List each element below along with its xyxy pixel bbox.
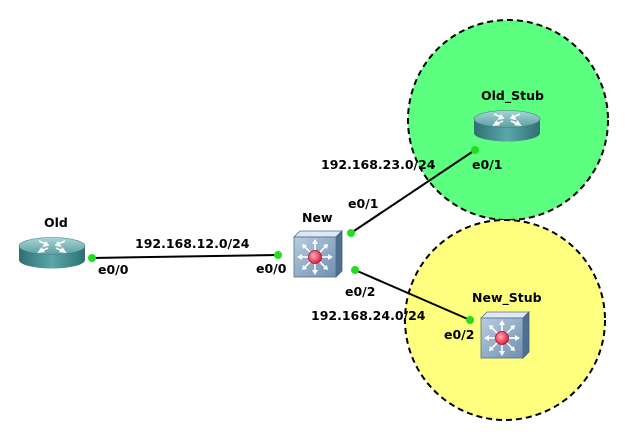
- device-label-new-stub: New_Stub: [472, 290, 542, 306]
- interface-label: e0/1: [348, 196, 378, 211]
- link-old-new[interactable]: [91, 254, 279, 259]
- port-status-dot: [471, 146, 479, 154]
- port-status-dot: [466, 316, 474, 324]
- port-status-dot: [274, 251, 282, 259]
- port-status-dot: [88, 254, 96, 262]
- device-label-new: New: [302, 210, 333, 225]
- interface-label: e0/0: [256, 261, 287, 276]
- subnet-label: 192.168.23.0/24: [321, 157, 436, 172]
- router-icon[interactable]: [18, 236, 86, 270]
- device-label-old-stub: Old_Stub: [481, 88, 544, 104]
- link-new-old-stub[interactable]: [350, 149, 476, 234]
- interface-label: e0/2: [345, 284, 375, 299]
- multilayer-switch-icon[interactable]: [293, 230, 343, 278]
- multilayer-switch-icon[interactable]: [480, 311, 530, 359]
- subnet-label: 192.168.24.0/24: [311, 308, 426, 323]
- port-status-dot: [347, 229, 355, 237]
- device-label-old: Old: [44, 215, 68, 230]
- port-status-dot: [351, 266, 359, 274]
- interface-label: e0/0: [98, 262, 129, 277]
- interface-label: e0/1: [472, 157, 502, 172]
- router-icon[interactable]: [473, 109, 541, 143]
- subnet-label: 192.168.12.0/24: [135, 236, 250, 251]
- link-new-new-stub[interactable]: [354, 269, 471, 321]
- interface-label: e0/2: [444, 327, 474, 342]
